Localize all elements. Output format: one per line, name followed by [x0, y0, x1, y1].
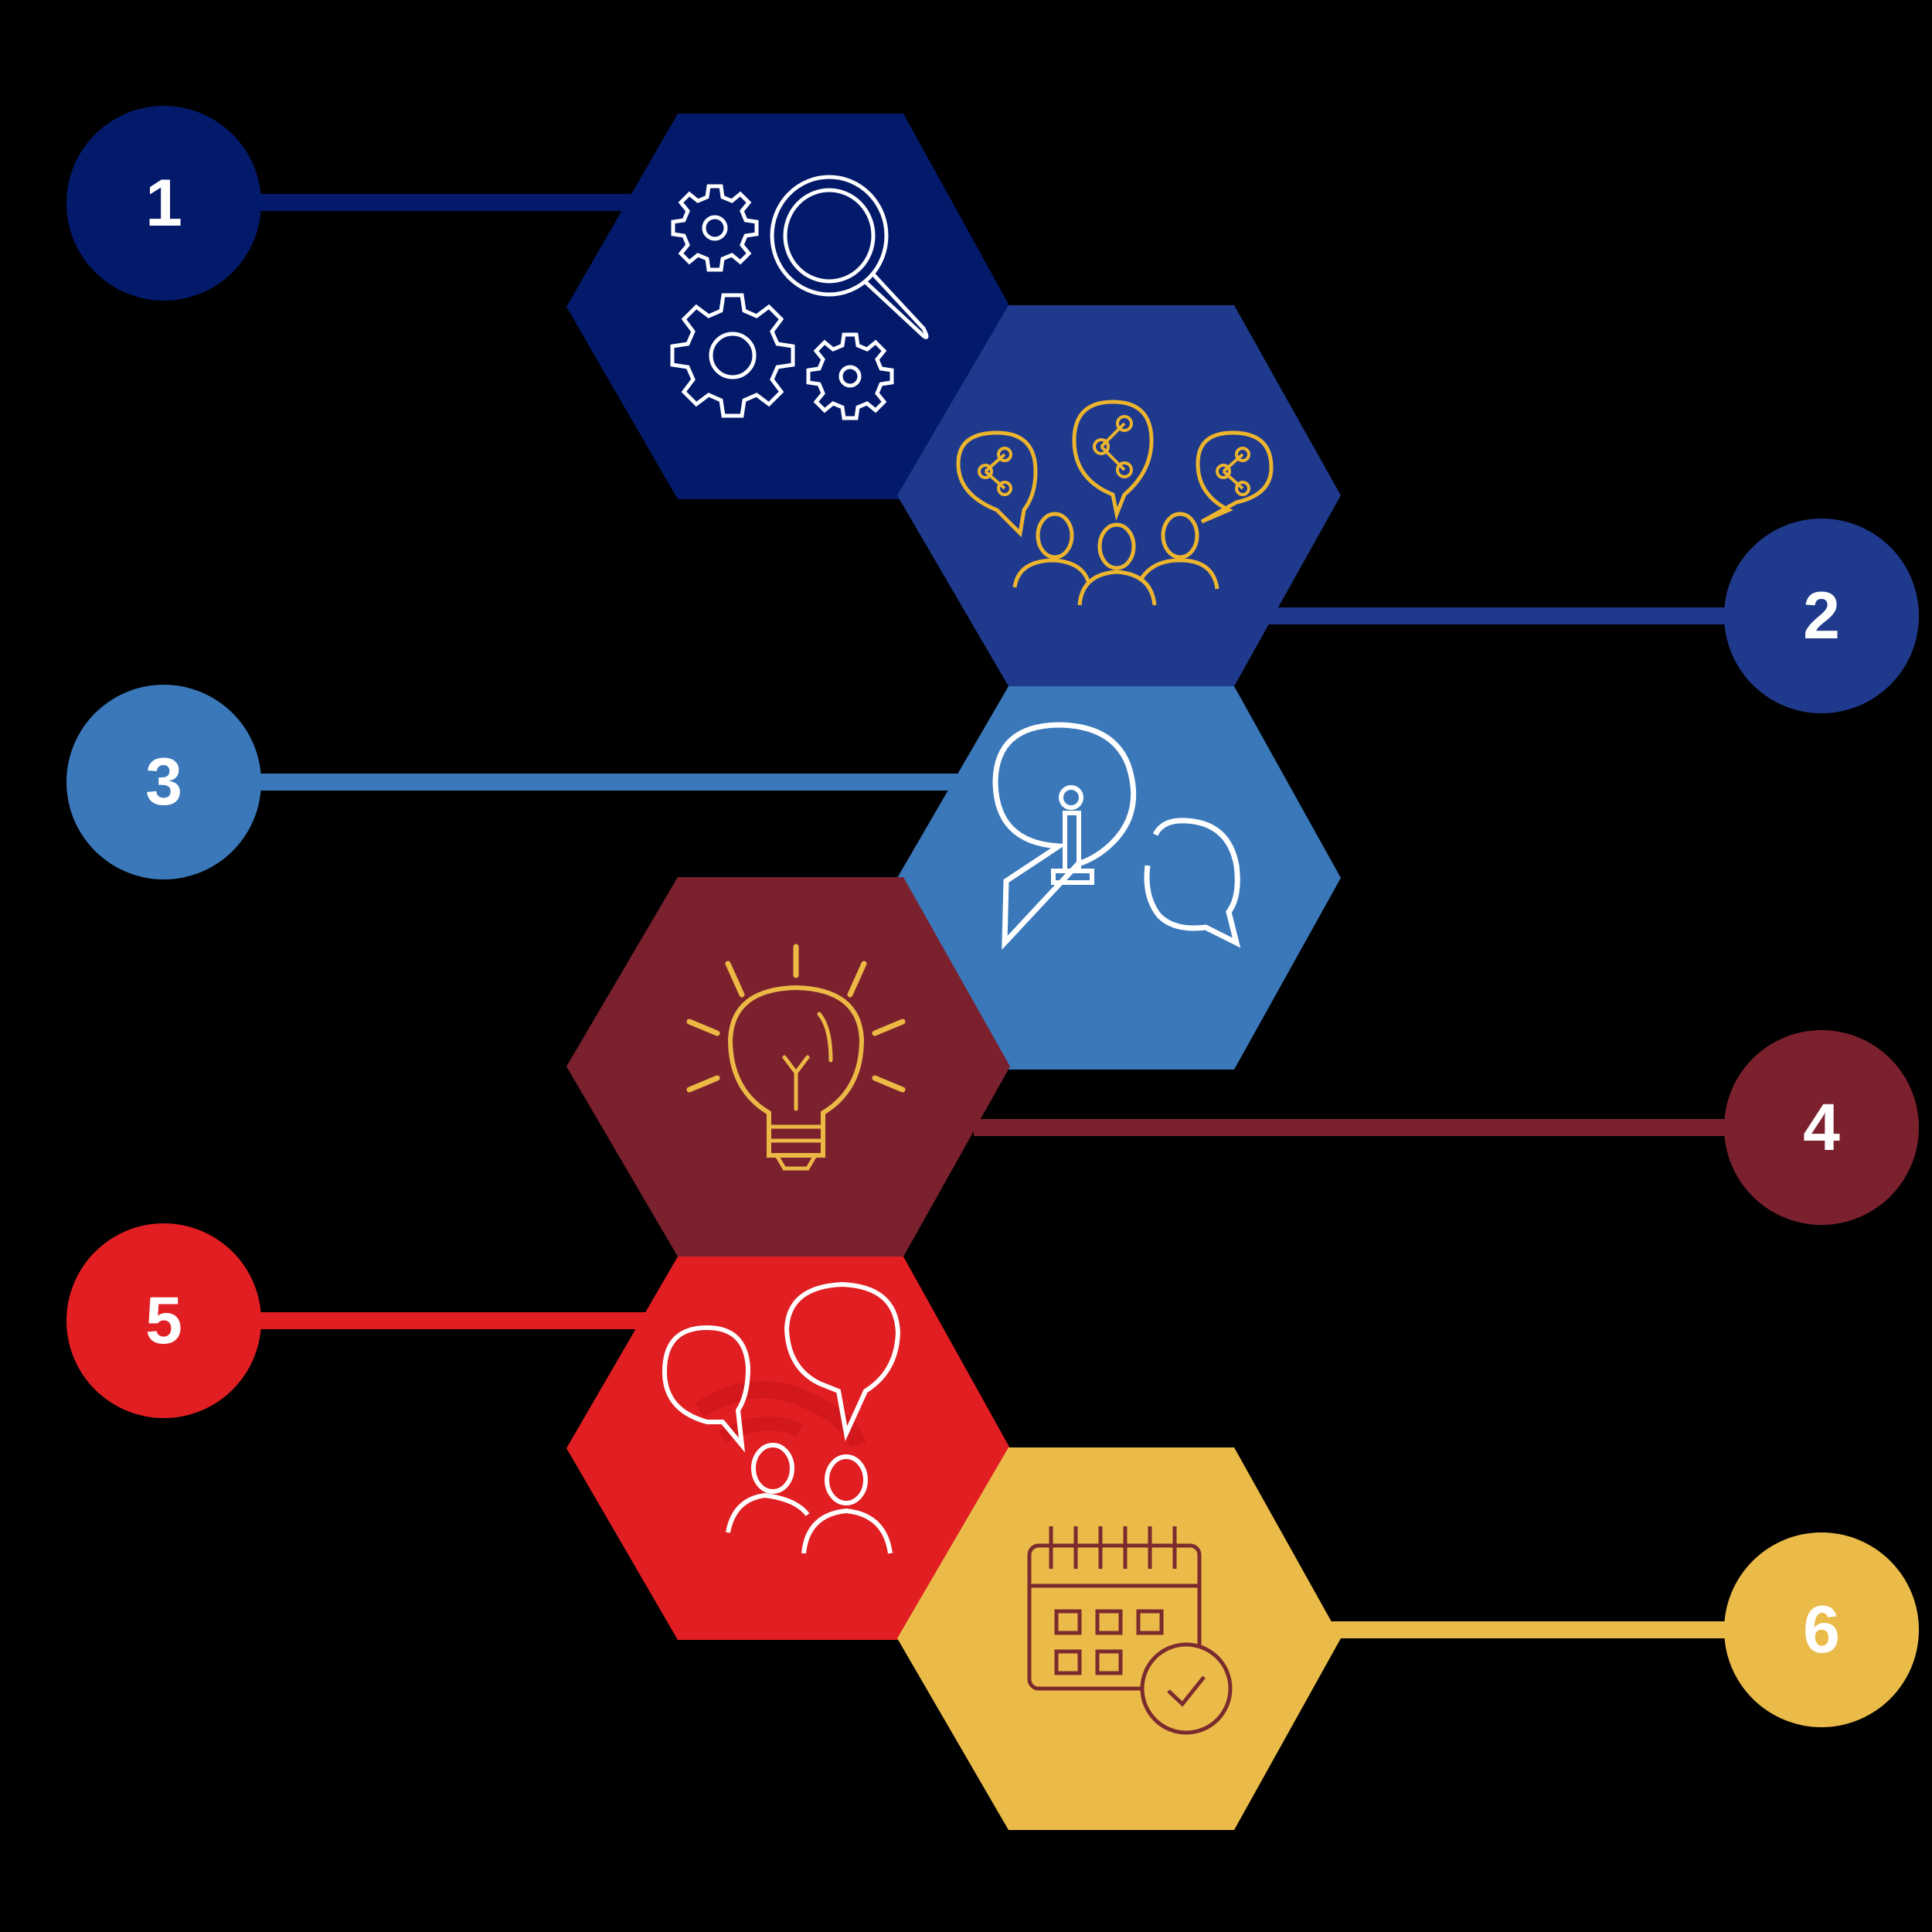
connector-line-4: [974, 1119, 1762, 1136]
step-number-3: 3: [145, 745, 182, 819]
step-number-1: 1: [145, 166, 182, 240]
connector-line-3: [232, 774, 958, 791]
people-sharing-icon: [956, 400, 1274, 606]
step-number-5: 5: [145, 1284, 182, 1358]
hexagon-step-1: [566, 114, 1010, 499]
calendar-check-icon: [1027, 1526, 1233, 1735]
connector-line-1: [232, 194, 634, 211]
step-badge-5: 5: [66, 1223, 261, 1418]
step-number-2: 2: [1803, 579, 1840, 653]
people-conversation-icon: [662, 1281, 901, 1554]
hexagon-step-6: [897, 1447, 1341, 1830]
step-number-4: 4: [1803, 1090, 1840, 1165]
step-badge-1: 1: [66, 106, 261, 301]
connector-line-6: [1314, 1621, 1762, 1638]
gears-magnifier-icon: [670, 175, 929, 420]
step-badge-4: 4: [1724, 1030, 1919, 1225]
connector-line-5: [232, 1312, 649, 1329]
step-number-6: 6: [1803, 1593, 1840, 1667]
info-chat-icon: [992, 722, 1241, 951]
lightbulb-icon: [686, 944, 906, 1171]
step-badge-3: 3: [66, 685, 261, 879]
step-badge-2: 2: [1724, 519, 1919, 713]
hexagon-step-4: [566, 877, 1010, 1257]
step-badge-6: 6: [1724, 1532, 1919, 1727]
hexagon-step-3: [897, 686, 1341, 1070]
connector-line-2: [1267, 607, 1762, 624]
hexagon-step-5: [566, 1257, 1010, 1640]
hexagon-step-2: [897, 305, 1341, 686]
